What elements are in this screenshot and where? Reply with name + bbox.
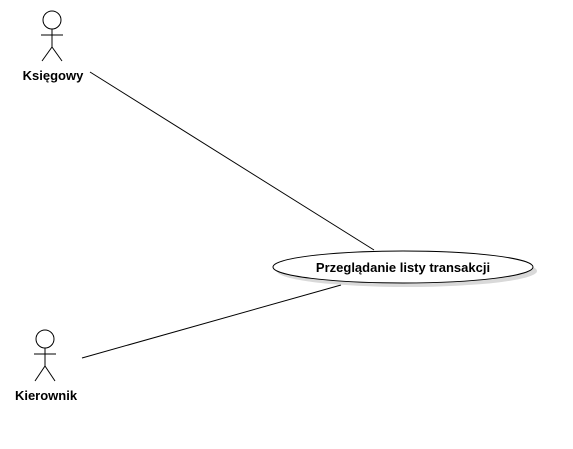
actor-kierownik-leg-left: [34, 365, 46, 382]
use-case-przegladanie-ellipse: [272, 250, 534, 284]
actor-ksiegowy-leg-right: [51, 46, 63, 62]
use-case-przegladanie[interactable]: Przeglądanie listy transakcji: [272, 250, 537, 287]
actor-kierownik-label: Kierownik: [15, 388, 78, 403]
association-kierownik-przegladanie[interactable]: [81, 284, 342, 359]
actor-ksiegowy-label: Księgowy: [23, 68, 84, 83]
actor-ksiegowy-head: [42, 10, 62, 30]
actor-kierownik[interactable]: Kierownik: [15, 329, 78, 403]
actor-ksiegowy[interactable]: Księgowy: [23, 10, 84, 83]
use-case-przegladanie-label: Przeglądanie listy transakcji: [316, 260, 490, 275]
actor-ksiegowy-leg-left: [41, 46, 53, 62]
actor-kierownik-leg-right: [44, 365, 56, 382]
actor-kierownik-head: [35, 329, 55, 349]
association-ksiegowy-przegladanie[interactable]: [89, 71, 375, 251]
